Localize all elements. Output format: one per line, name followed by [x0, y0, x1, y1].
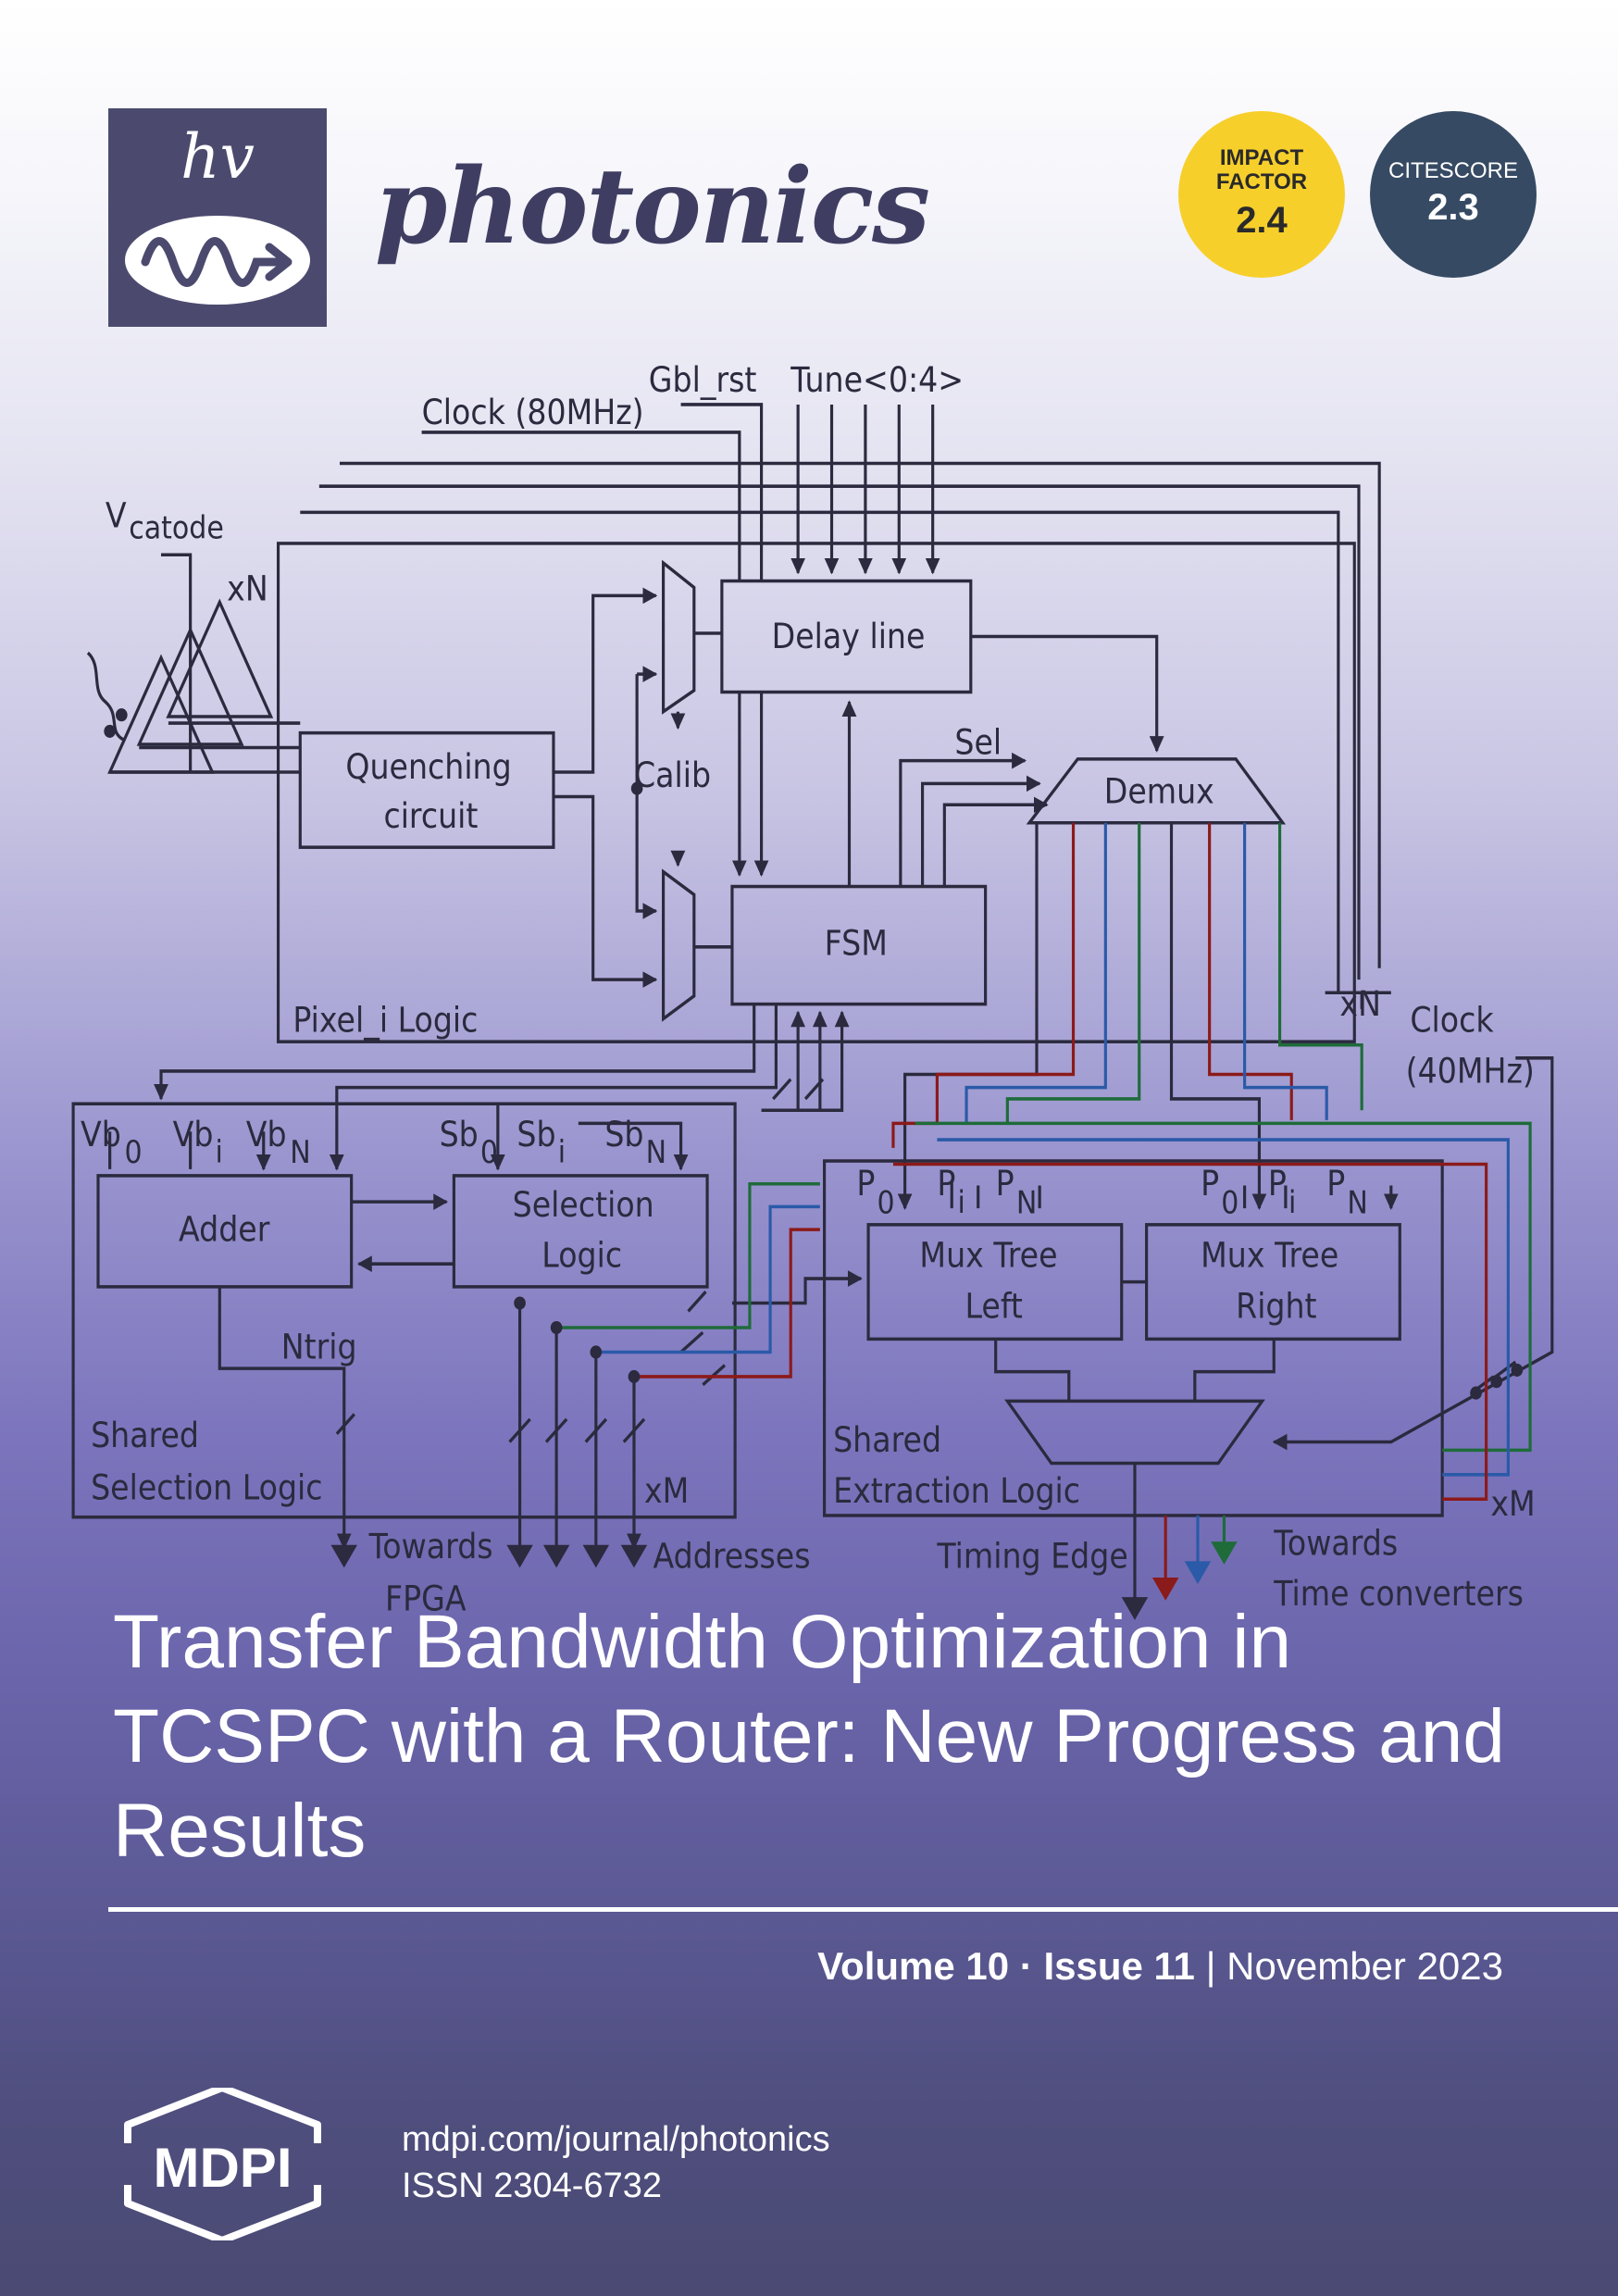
label-demux: Demux: [1104, 772, 1214, 812]
issue-separator: ·: [1009, 1944, 1044, 1988]
label-vbi-sub: i: [216, 1133, 223, 1170]
label-xn-right: xN: [1339, 984, 1381, 1024]
label-pn-left: P: [996, 1164, 1014, 1204]
journal-name: photonics: [375, 146, 930, 268]
calib-mux-bottom: [662, 868, 696, 1022]
label-sb0-sub: 0: [480, 1133, 498, 1170]
selection-logic-block: [452, 1174, 709, 1289]
label-pn-right-sub: N: [1347, 1184, 1367, 1221]
label-xn-top: xN: [227, 569, 268, 609]
label-p0-left: P: [856, 1164, 875, 1204]
mdpi-logo: MDPI: [109, 2088, 336, 2240]
label-vb0-sub: 0: [124, 1133, 142, 1170]
label-clock40-2: (40MHz): [1406, 1052, 1535, 1092]
issue-divider: |: [1194, 1944, 1227, 1988]
label-vcatode: V: [106, 496, 127, 536]
label-timing-edge: Timing Edge: [936, 1537, 1127, 1577]
label-p0-right-sub: 0: [1221, 1184, 1238, 1221]
label-shared-ext-2: Extraction Logic: [833, 1471, 1080, 1511]
impact-label-line1: IMPACT: [1219, 145, 1304, 170]
label-p0-right: P: [1201, 1164, 1219, 1204]
label-tune: Tune<0:4>: [790, 360, 964, 400]
label-fsm: FSM: [825, 924, 888, 964]
label-sel: Sel: [954, 723, 1002, 763]
journal-logo: hv: [108, 108, 327, 327]
label-xm-left: xM: [644, 1471, 689, 1511]
issue-number: Issue 11: [1043, 1944, 1195, 1988]
pixel-logic-frame: [276, 542, 1356, 1043]
label-selection-1: Selection: [513, 1185, 654, 1225]
calib-mux-top: [662, 559, 696, 715]
label-clock80: Clock (80MHz): [422, 393, 644, 432]
label-p0-left-sub: 0: [877, 1184, 895, 1221]
logo-oval: [125, 216, 310, 305]
issn-text: ISSN 2304-6732: [402, 2166, 662, 2205]
label-towards-fpga-2: FPGA: [385, 1579, 467, 1619]
quenching-block: [298, 730, 555, 849]
label-mux-left-2: Left: [965, 1287, 1022, 1327]
label-quenching-2: circuit: [383, 796, 478, 836]
label-clock40-1: Clock: [1410, 1001, 1494, 1041]
label-sbn: Sb: [604, 1115, 643, 1154]
citescore-value: 2.3: [1427, 187, 1479, 228]
label-pixel-logic: Pixel_i Logic: [292, 1001, 478, 1041]
label-pi-right: P: [1268, 1164, 1287, 1204]
citescore-badge: CITESCORE 2.3: [1370, 111, 1537, 278]
label-pi-right-sub: i: [1288, 1184, 1296, 1221]
label-vbi: Vb: [173, 1115, 214, 1154]
output-mux: [1004, 1399, 1265, 1466]
label-sbi-sub: i: [558, 1133, 566, 1170]
label-calib: Calib: [634, 755, 711, 795]
label-selection-2: Logic: [541, 1236, 622, 1276]
volume-text: Volume 10: [817, 1944, 1010, 1988]
label-sb0: Sb: [440, 1115, 479, 1154]
shared-selection-frame: [71, 1102, 737, 1519]
label-adder: Adder: [179, 1210, 270, 1250]
issue-info: Volume 10 · Issue 11 | November 2023: [817, 1944, 1503, 1989]
wave-arrow-icon: [141, 237, 292, 287]
impact-factor-badge: IMPACT FACTOR 2.4: [1178, 111, 1345, 278]
label-delay-line: Delay line: [772, 617, 926, 656]
label-pn-right: P: [1326, 1164, 1345, 1204]
label-mux-right-1: Mux Tree: [1201, 1236, 1338, 1276]
impact-factor-value: 2.4: [1236, 200, 1288, 241]
label-xm-right: xM: [1490, 1484, 1535, 1524]
label-towards-fpga-1: Towards: [368, 1527, 493, 1566]
label-towards-tc-2: Time converters: [1273, 1574, 1524, 1614]
label-vb0: Vb: [81, 1115, 121, 1154]
logo-hv-text: hv: [180, 121, 255, 193]
mdpi-wordmark: MDPI: [153, 2137, 292, 2199]
impact-label-line2: FACTOR: [1215, 169, 1308, 194]
label-vcatode-sub: catode: [129, 509, 224, 546]
label-mux-right-2: Right: [1236, 1287, 1316, 1327]
impact-factor-label: IMPACT FACTOR: [1178, 146, 1345, 194]
label-vbn: Vb: [246, 1115, 287, 1154]
label-quenching-1: Quenching: [345, 747, 511, 787]
hexagon-icon: [124, 2088, 321, 2240]
label-shared-ext-1: Shared: [833, 1420, 941, 1460]
label-addresses: Addresses: [653, 1537, 811, 1577]
label-pn-left-sub: N: [1016, 1184, 1037, 1221]
label-sbi: Sb: [517, 1115, 555, 1154]
article-title: Transfer Bandwidth Optimization in TCSPC…: [113, 1600, 1505, 1873]
adder-block: [96, 1174, 354, 1289]
citescore-label: CITESCORE: [1388, 158, 1518, 183]
label-mux-left-1: Mux Tree: [919, 1236, 1057, 1276]
label-pi-left-sub: i: [958, 1184, 965, 1221]
label-gbl-rst: Gbl_rst: [649, 360, 757, 400]
circuit-diagram: Clock (80MHz) Gbl_rst Tune<0:4> V catode…: [71, 360, 1554, 1620]
label-shared-sel-2: Selection Logic: [91, 1468, 322, 1508]
label-sbn-sub: N: [646, 1133, 666, 1170]
journal-url[interactable]: mdpi.com/journal/photonics: [402, 2120, 830, 2159]
title-divider: [108, 1907, 1618, 1912]
label-ntrig: Ntrig: [281, 1328, 357, 1367]
label-pi-left: P: [937, 1164, 955, 1204]
label-towards-tc-1: Towards: [1273, 1524, 1398, 1564]
label-shared-sel-1: Shared: [91, 1416, 199, 1455]
fsm-block: [730, 884, 988, 1006]
label-vbn-sub: N: [290, 1133, 310, 1170]
issue-date: November 2023: [1226, 1944, 1503, 1988]
